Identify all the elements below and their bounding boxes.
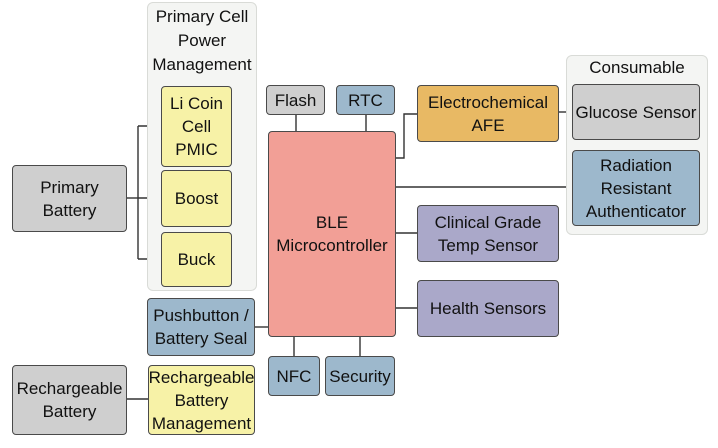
clinical-grade-temp-sensor-block: Clinical Grade Temp Sensor	[417, 205, 559, 262]
nfc-block: NFC	[268, 356, 320, 396]
pushbutton-battery-seal-block: Pushbutton / Battery Seal	[147, 298, 255, 356]
ble-microcontroller-block: BLE Microcontroller	[268, 131, 396, 337]
rechargeable-battery-management-block: Rechargeable Battery Management	[148, 365, 255, 435]
line-mcu-to-afe	[396, 113, 417, 159]
rechargeable-battery-block: Rechargeable Battery	[12, 365, 127, 435]
li-coin-cell-pmic-block: Li Coin Cell PMIC	[161, 86, 232, 167]
buck-block: Buck	[161, 232, 232, 287]
health-sensors-block: Health Sensors	[417, 280, 559, 337]
primary-cell-group-title: Primary Cell Power Management	[152, 7, 252, 74]
consumable-group-title: Consumable	[589, 58, 685, 77]
flash-block: Flash	[266, 85, 325, 115]
primary-battery-block: Primary Battery	[12, 165, 127, 232]
electrochemical-afe-block: Electrochemical AFE	[417, 85, 559, 142]
boost-block: Boost	[161, 170, 232, 227]
radiation-resistant-authenticator-block: Radiation Resistant Authenticator	[572, 150, 700, 226]
rtc-block: RTC	[336, 85, 395, 115]
security-block: Security	[325, 356, 395, 396]
glucose-sensor-block: Glucose Sensor	[572, 84, 700, 140]
